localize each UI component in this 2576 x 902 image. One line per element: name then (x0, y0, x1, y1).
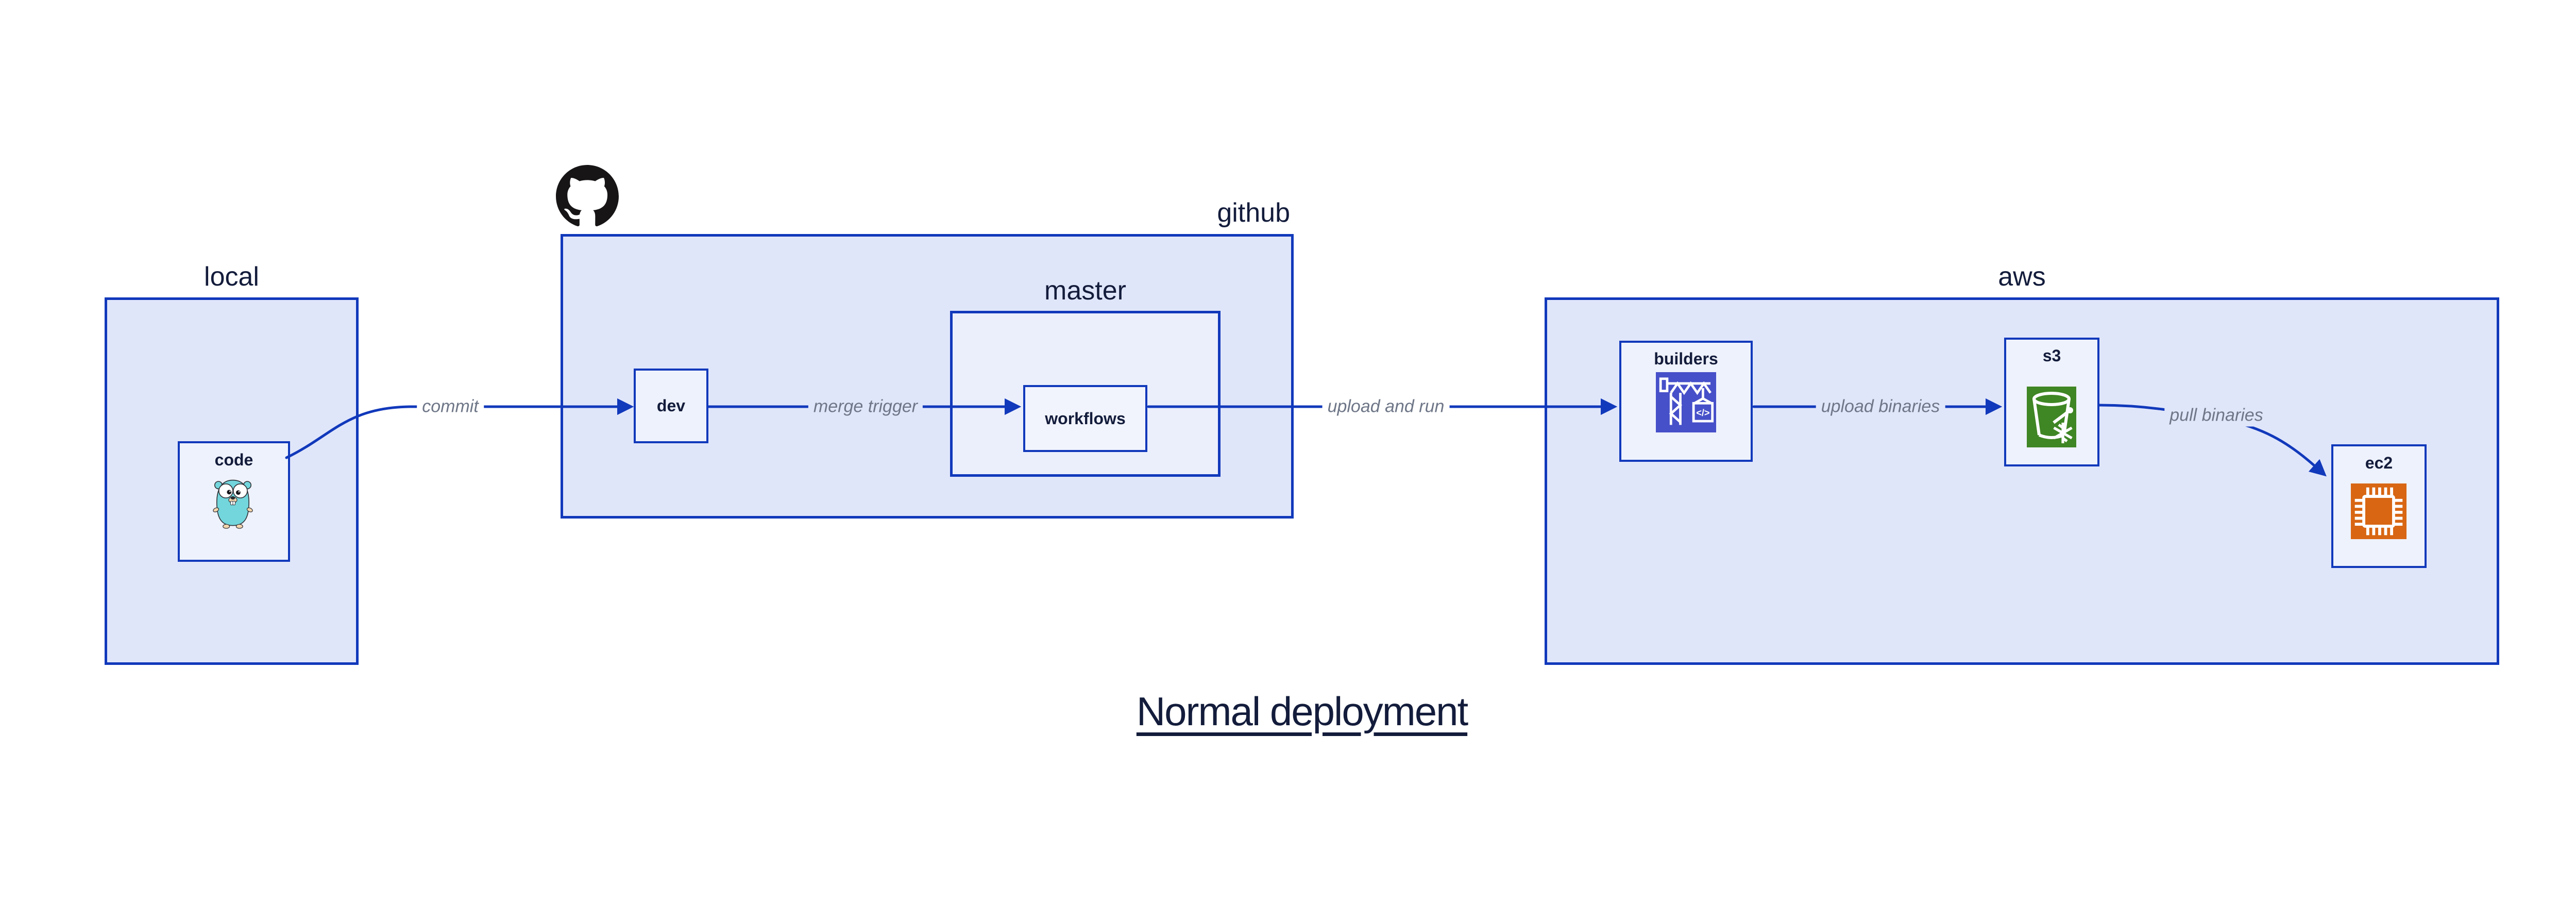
edge-label-commit: commit (417, 395, 484, 418)
code-label: code (214, 450, 253, 469)
s3-bucket-snowflake-icon (2027, 387, 2076, 447)
builders-label: builders (1654, 349, 1718, 368)
aws-label: aws (1998, 262, 2046, 292)
codebuild-crane-icon: </> (1656, 372, 1716, 432)
master-label: master (1044, 276, 1126, 306)
edge-label-upload-binaries: upload binaries (1816, 395, 1945, 418)
s3-label: s3 (2042, 346, 2061, 365)
go-gopher-icon (212, 474, 253, 530)
local-label: local (204, 262, 259, 292)
github-label: github (1217, 198, 1290, 228)
edge-label-upload-and-run: upload and run (1322, 395, 1450, 418)
ec2-label: ec2 (2365, 454, 2393, 472)
workflows-label: workflows (1045, 409, 1126, 428)
workflows-node: workflows (1023, 385, 1147, 452)
edge-label-pull-binaries: pull binaries (2164, 404, 2268, 427)
edge-label-merge-trigger: merge trigger (808, 395, 923, 418)
github-logo-icon (556, 165, 619, 228)
code-glyph: </> (1696, 407, 1709, 418)
ec2-chip-icon (2351, 483, 2406, 539)
dev-node: dev (634, 369, 708, 443)
diagram-title: Normal deployment (1136, 689, 1468, 734)
dev-label: dev (656, 396, 686, 415)
